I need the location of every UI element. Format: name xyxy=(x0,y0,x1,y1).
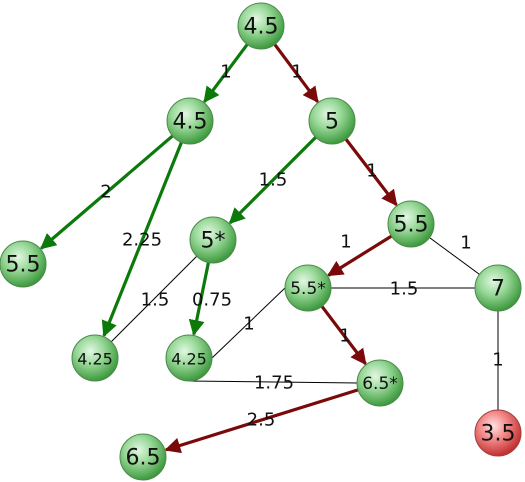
node-label: 5.5* xyxy=(290,279,326,299)
edge-weight-label: 1 xyxy=(220,62,231,83)
edge-root-to-n_five xyxy=(273,43,319,104)
edge-n_65star-to-n_65 xyxy=(164,388,359,454)
node-circle xyxy=(474,409,522,457)
edge-n_left-to-n_55_left xyxy=(40,134,174,250)
node-label: 5 xyxy=(325,110,339,135)
node-circle xyxy=(356,359,404,407)
edge-weight-label: 1 xyxy=(243,314,254,335)
edge-weight-label: 1 xyxy=(366,161,377,182)
edge-weight-label: 1 xyxy=(291,62,302,83)
node-label: 3.5 xyxy=(481,422,516,447)
edge-n_5star-to-n_425_a xyxy=(110,255,198,343)
node-label: 5.5 xyxy=(394,213,429,238)
edge-weight-label: 2 xyxy=(100,182,111,203)
edge-n_55_mid-to-n_seven xyxy=(429,237,480,275)
edge-n_left-to-n_425_a xyxy=(101,141,183,338)
edge-weight-label: 1 xyxy=(460,233,471,254)
graph-node-n_65star: 6.5* xyxy=(356,359,404,407)
graph-node-n_65: 6.5 xyxy=(119,433,167,481)
edge-weight-label: 1.5 xyxy=(141,290,170,311)
edge-n_5star-to-n_425_b xyxy=(188,262,210,337)
node-label: 4.25 xyxy=(77,350,113,369)
node-circle xyxy=(119,433,167,481)
graph-node-n_left: 4.5 xyxy=(166,97,214,145)
edge-label-layer: 1 1 2 2.25 1.5 1 1.5 0.75 1 1 1.5 1 1 1.75 2.5 1 xyxy=(100,62,503,431)
edge-n_55star-to-n_65star xyxy=(320,305,367,366)
node-circle xyxy=(0,240,47,288)
node-circle xyxy=(284,264,332,312)
edge-n_55star-to-n_425_b xyxy=(211,287,286,359)
node-circle xyxy=(237,2,285,50)
graph-node-n_five: 5 xyxy=(308,97,356,145)
node-label: 4.5 xyxy=(173,110,208,135)
edge-weight-label: 1.75 xyxy=(254,373,294,394)
edge-weight-label: 1 xyxy=(339,326,350,347)
edge-weight-label: 0.75 xyxy=(192,290,232,311)
edge-weight-label: 1.5 xyxy=(259,170,288,191)
graph-node-n_seven: 7 xyxy=(474,264,522,312)
node-circle xyxy=(474,264,522,312)
edge-weight-label: 1 xyxy=(340,232,351,253)
graph-node-n_55_mid: 5.5 xyxy=(387,200,435,248)
node-label: 6.5 xyxy=(126,446,161,471)
graph-node-n_425_a: 4.25 xyxy=(71,334,119,382)
node-label: 6.5* xyxy=(362,374,398,394)
node-label: 4.5 xyxy=(244,15,279,40)
edge-n_425_b-to-n_65star xyxy=(188,380,359,384)
graph-node-n_5star: 5* xyxy=(189,216,237,264)
edge-layer xyxy=(40,43,499,454)
node-label: 7 xyxy=(491,277,505,302)
graph-node-root: 4.5 xyxy=(237,2,285,50)
edge-n_55_mid-to-n_55star xyxy=(327,234,393,277)
node-label: 4.25 xyxy=(171,350,207,369)
edge-weight-label: 1.5 xyxy=(390,279,419,300)
node-circle xyxy=(189,216,237,264)
node-circle xyxy=(165,334,213,382)
node-circle xyxy=(71,334,119,382)
edge-n_five-to-n_5star xyxy=(228,136,317,225)
node-circle xyxy=(308,97,356,145)
graph-node-n_425_b: 4.25 xyxy=(165,334,213,382)
node-label: 5* xyxy=(201,229,226,254)
graph-node-n_55star: 5.5* xyxy=(284,264,332,312)
node-circle xyxy=(387,200,435,248)
node-circle xyxy=(166,97,214,145)
edge-n_five-to-n_55_mid xyxy=(344,138,398,207)
edge-root-to-n_left xyxy=(203,43,249,104)
edge-weight-label: 1 xyxy=(492,350,503,371)
edge-weight-label: 2.5 xyxy=(247,410,276,431)
node-label: 5.5 xyxy=(6,253,41,278)
graph-node-n_35: 3.5 xyxy=(474,409,522,457)
edge-weight-label: 2.25 xyxy=(122,230,162,251)
graph-node-n_55_left: 5.5 xyxy=(0,240,47,288)
